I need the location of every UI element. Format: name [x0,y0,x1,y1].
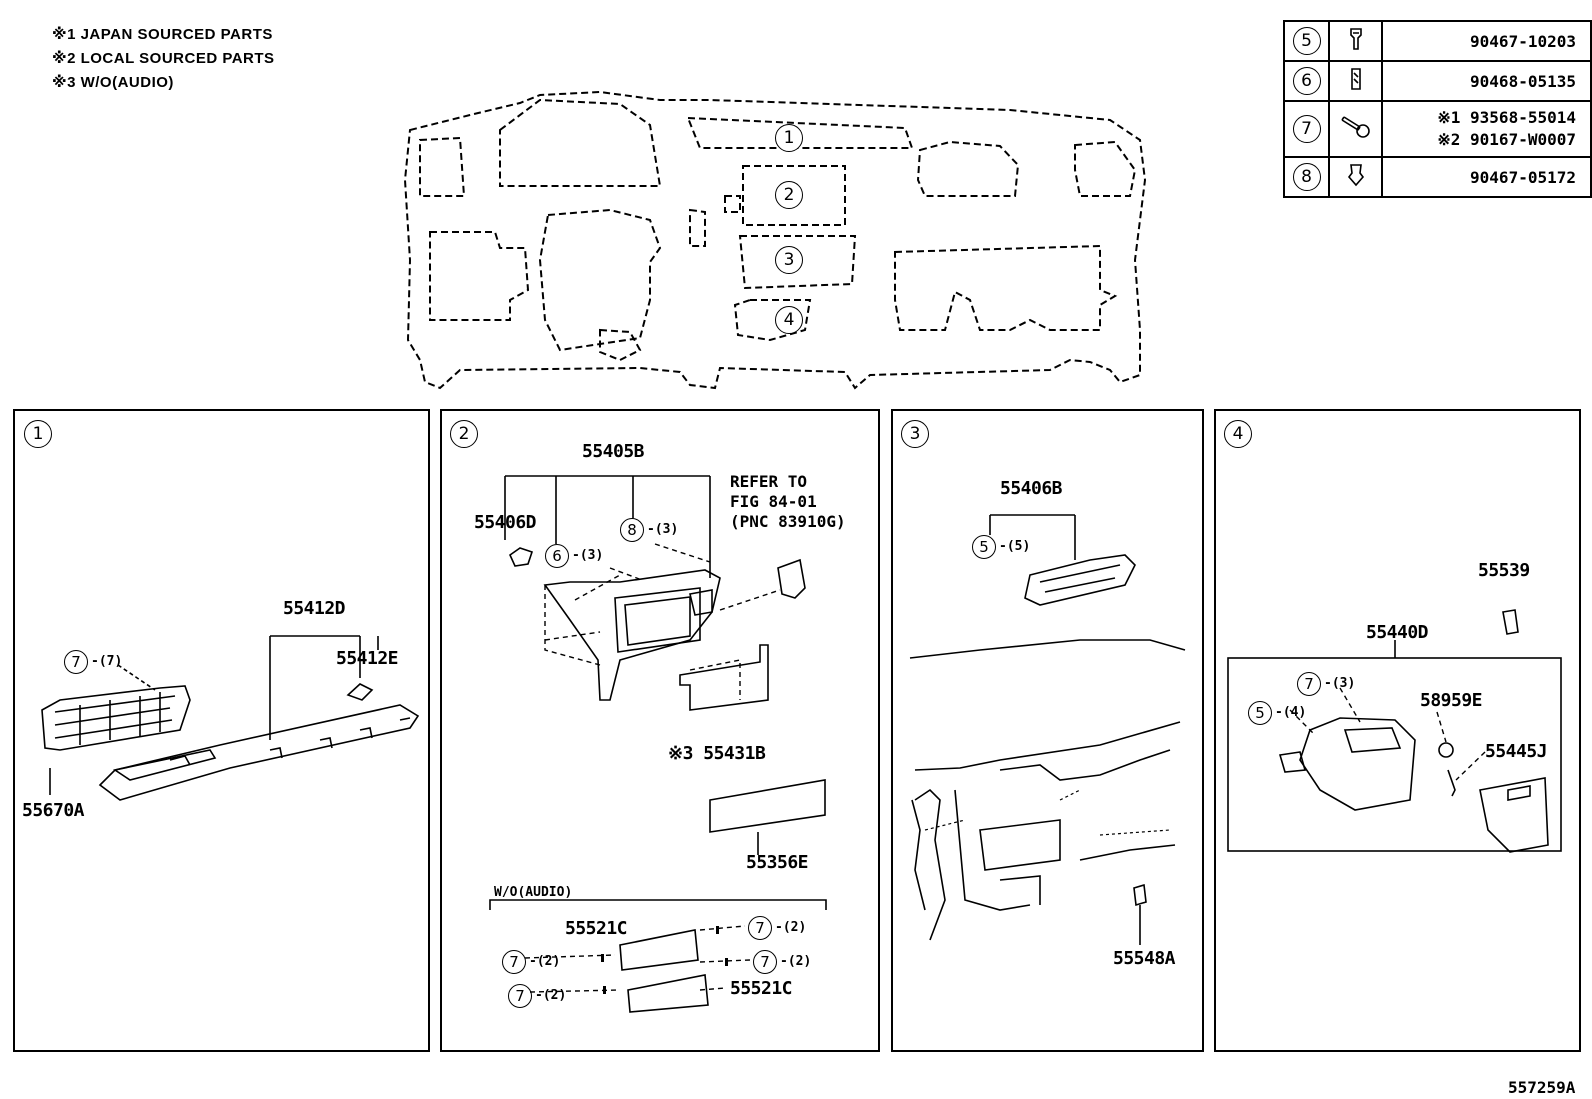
fastener-part-number: 90467-10203 [1381,20,1592,62]
refer-line-1: REFER TO [730,472,808,491]
clip-icon [1349,28,1362,50]
callout-qty: -(2) [775,920,807,935]
note-japan-sourced: ※1 JAPAN SOURCED PARTS [52,26,273,43]
part-55412d: 55412D [283,598,346,619]
callout-qty: -(3) [1324,676,1356,691]
refer-line-2: FIG 84-01 [730,492,817,511]
part-55406b: 55406B [1000,478,1063,499]
callout-qty: -(3) [647,522,679,537]
wo-audio-label: W/O(AUDIO) [494,885,573,900]
figure-id: 557259A [1508,1078,1576,1097]
ref-circle: 5 [1292,27,1321,55]
callout-qty: -(7) [91,654,123,669]
clip-icon [1350,68,1361,90]
panel-1 [13,409,430,1052]
fastener-table: 5 90467-10203 6 90468-05135 7 ※1 93568-5… [1282,20,1592,198]
panel-4 [1214,409,1581,1052]
screw-icon [1341,116,1370,138]
overview-callout-3: 3 [775,246,803,274]
callout-7: 7 [508,984,532,1008]
fastener-row: 8 90467-05172 [1282,156,1592,198]
callout-6: 6 [545,544,569,568]
part-58959e: 58959E [1420,690,1483,711]
clip-icon [1347,164,1364,187]
refer-line-3: (PNC 83910G) [730,512,846,531]
part-55405b: 55405B [582,441,645,462]
fastener-row: 7 ※1 93568-55014 ※2 90167-W0007 [1282,100,1592,158]
panel-1-number: 1 [24,420,52,448]
callout-5: 5 [1248,701,1272,725]
part-55521c-upper: 55521C [565,918,628,939]
ref-circle: 6 [1292,67,1321,95]
part-55431b: ※3 55431B [668,743,766,764]
panel-3-number: 3 [901,420,929,448]
callout-qty: -(5) [999,539,1031,554]
callout-7: 7 [753,950,777,974]
part-55412e: 55412E [336,648,399,669]
callout-7: 7 [1297,672,1321,696]
callout-qty: -(4) [1275,705,1307,720]
part-55670a: 55670A [22,800,85,821]
overview-callout-4: 4 [775,306,803,334]
ref-circle: 8 [1292,163,1321,191]
part-55521c-lower: 55521C [730,978,793,999]
callout-7: 7 [502,950,526,974]
part-55440d: 55440D [1366,622,1429,643]
callout-qty: -(3) [572,548,604,563]
overview-callout-1: 1 [775,124,803,152]
overview-callout-2: 2 [775,181,803,209]
callout-qty: -(2) [780,954,812,969]
panel-3 [891,409,1204,1052]
note-local-sourced: ※2 LOCAL SOURCED PARTS [52,50,275,67]
callout-7: 7 [64,650,88,674]
ref-circle: 7 [1292,115,1321,143]
fastener-row: 6 90468-05135 [1282,60,1592,102]
part-55445j: 55445J [1485,741,1548,762]
panel-2-number: 2 [450,420,478,448]
panel-4-number: 4 [1224,420,1252,448]
part-55548a: 55548A [1113,948,1176,969]
fastener-part-number: 90468-05135 [1381,60,1592,102]
part-55539: 55539 [1478,560,1530,581]
fastener-part-number: ※2 90167-W0007 [1437,130,1576,149]
note-without-audio: ※3 W/O(AUDIO) [52,74,174,91]
part-55356e: 55356E [746,852,809,873]
fastener-row: 5 90467-10203 [1282,20,1592,62]
panel-2 [440,409,880,1052]
callout-5: 5 [972,535,996,559]
fastener-part-number: 90467-05172 [1381,156,1592,198]
callout-8: 8 [620,518,644,542]
callout-7: 7 [748,916,772,940]
fastener-part-number: ※1 93568-55014 [1437,108,1576,127]
